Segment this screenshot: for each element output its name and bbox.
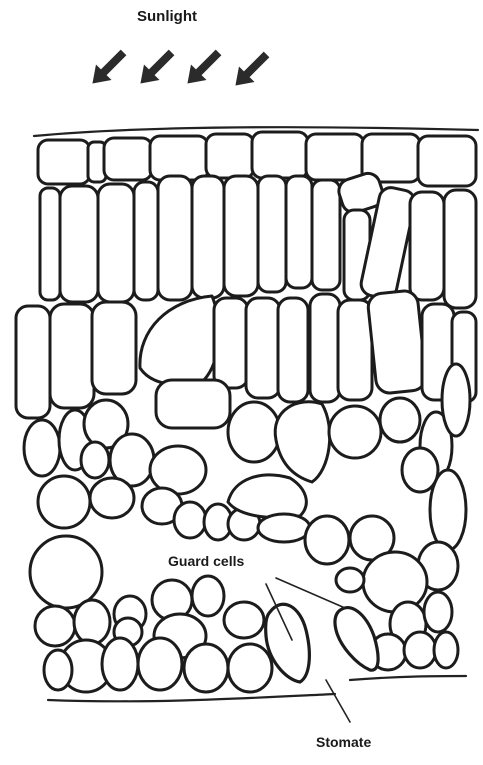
sunlight-arrow-icon — [85, 45, 132, 92]
guard-cells-label: Guard cells — [168, 553, 244, 569]
sunlight-arrow-icon — [180, 45, 227, 92]
stomate-pointer — [326, 680, 350, 722]
sunlight-label: Sunlight — [137, 8, 197, 25]
upper-epidermis — [38, 132, 476, 186]
sunlight-arrows — [85, 45, 275, 94]
guard-cells — [266, 604, 378, 682]
stomate-label: Stomate — [316, 734, 371, 750]
palisade-layer — [40, 170, 476, 308]
sunlight-arrow-icon — [133, 45, 180, 92]
right-guard-cell — [335, 608, 378, 671]
sunlight-arrow-icon — [228, 47, 275, 94]
